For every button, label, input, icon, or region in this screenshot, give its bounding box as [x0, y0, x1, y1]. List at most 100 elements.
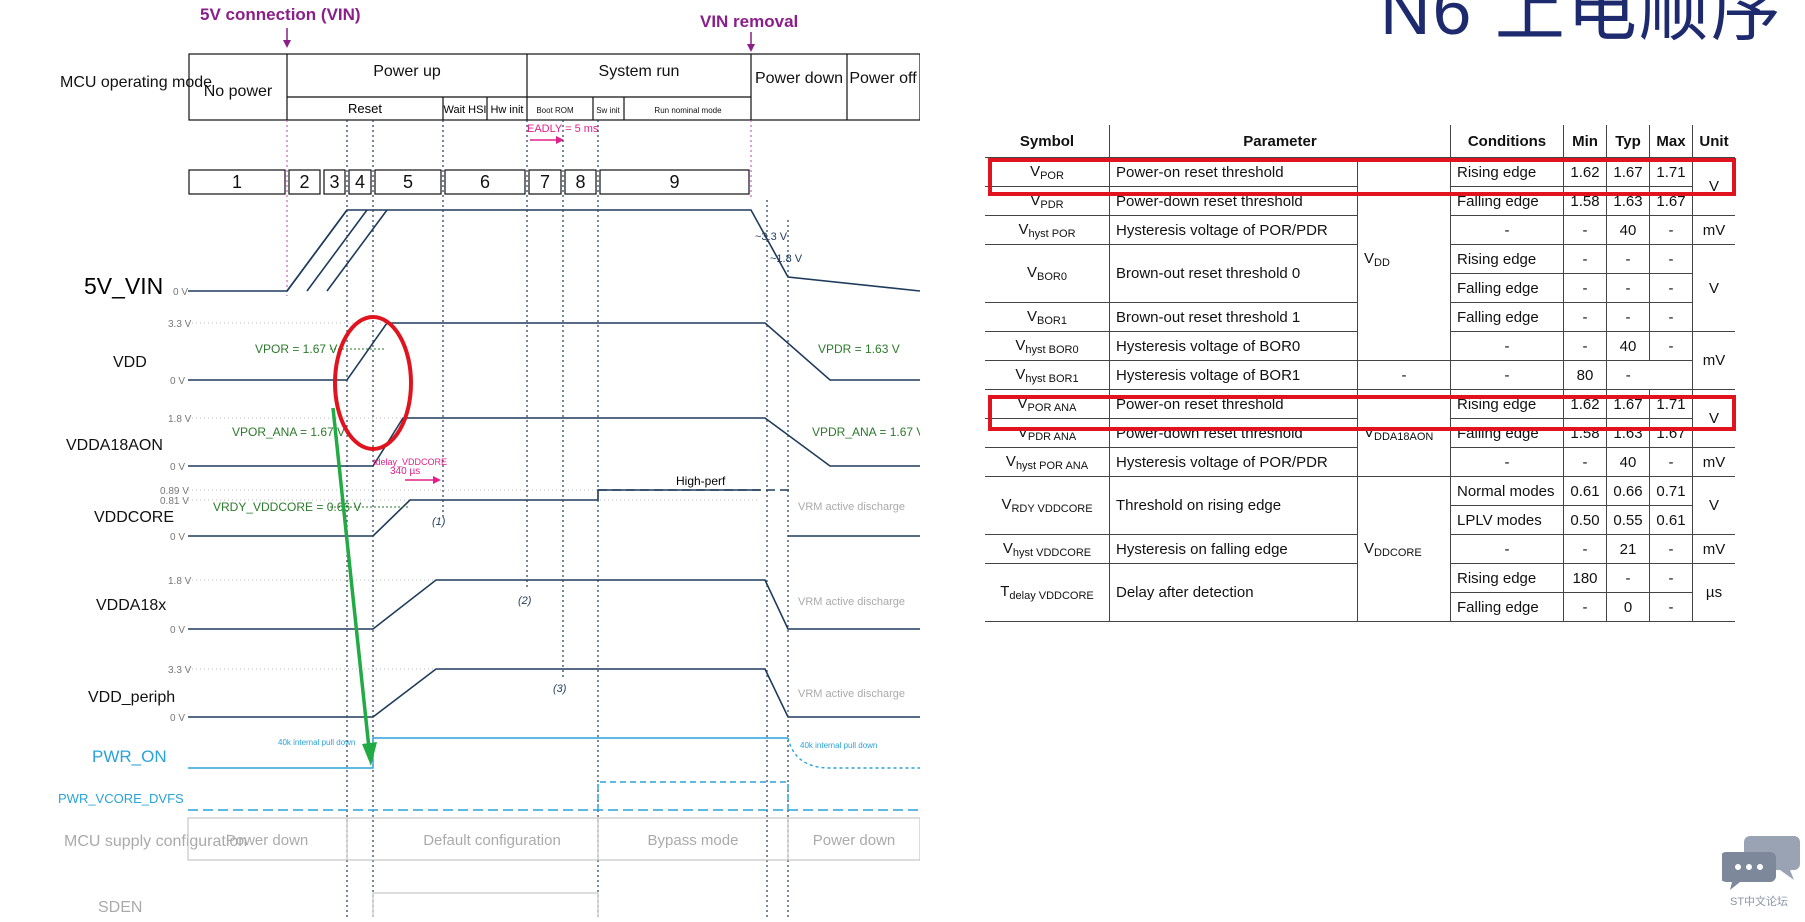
cell-symbol: VPOR ANA [985, 389, 1110, 419]
phase-box [599, 169, 750, 195]
symbol-sub: BOR0 [1037, 271, 1067, 283]
cell-typ: 1.67 [1606, 389, 1650, 419]
note-3: (3) [553, 683, 567, 695]
submode-sw-init: Sw init [596, 106, 620, 115]
col-unit: Unit [1692, 125, 1735, 158]
supply-config-0: Power down [226, 832, 309, 849]
cell-cond: LPLV modes [1450, 505, 1564, 535]
cell-cond: Rising edge [1450, 563, 1564, 593]
vddcore-089-level: 0.89 V [160, 486, 189, 497]
vddcore-zero-level: 0 V [170, 532, 185, 543]
vin-ramp-lines [286, 209, 388, 292]
pwr-on-pulldown [787, 737, 920, 769]
cell-unit: mV [1692, 534, 1735, 564]
table-row: Vhyst BOR0 Hysteresis voltage of BOR0 - … [985, 331, 1735, 390]
cell-max: - [1649, 273, 1693, 303]
cell-min: - [1450, 360, 1564, 390]
vdda18aon-zero-level: 0 V [170, 462, 185, 473]
threshold-spec-table: Symbol Parameter Conditions Min Typ Max … [985, 125, 1735, 622]
tdelay-value: 340 µs [390, 466, 420, 477]
cell-min: - [1563, 244, 1607, 274]
submode-run-nominal: Run nominal mode [654, 106, 722, 115]
supply-sub: DD [1374, 256, 1390, 269]
symbol-sub: PDR ANA [1027, 430, 1077, 443]
table-row: VBOR0 Brown-out reset threshold 0 Rising… [985, 244, 1735, 332]
cell-cond: - [1450, 534, 1564, 564]
cell-min: 0.50 [1563, 505, 1607, 535]
highlight-vpor-row [988, 158, 1736, 196]
cell-max: - [1649, 563, 1693, 593]
dot [1757, 864, 1763, 870]
signal-pwr-on: PWR_ON [92, 747, 167, 766]
dot [1746, 864, 1752, 870]
cell-param: Brown-out reset threshold 0 [1109, 244, 1358, 303]
supply-sub: DDCORE [1374, 546, 1422, 559]
cell-symbol: Vhyst VDDCORE [985, 534, 1110, 564]
symbol-main: V [1030, 191, 1041, 209]
cell-param: Brown-out reset threshold 1 [1109, 302, 1358, 332]
cell-param: Hysteresis on falling edge [1109, 534, 1358, 564]
mode-power-down: Power down [755, 70, 843, 87]
vin-removal-label: VIN removal [700, 12, 798, 31]
symbol-sub: hyst POR [1028, 227, 1076, 240]
phase-box [188, 169, 286, 195]
symbol-main: T [1000, 583, 1010, 600]
tdelay-arrowhead [433, 476, 441, 484]
cell-typ: 21 [1606, 534, 1650, 564]
table-header-row: Symbol Parameter Conditions Min Typ Max … [985, 125, 1735, 158]
cell-cond: Falling edge [1450, 273, 1564, 303]
cell-cond: - [1450, 447, 1564, 477]
supply-main: V [1364, 423, 1375, 441]
symbol-main: V [1017, 394, 1028, 412]
eadly-label: EADLY = 5 ms [527, 123, 599, 135]
table-row: VPDR Power-down reset threshold Falling … [985, 186, 1735, 216]
cell-typ: - [1606, 302, 1650, 332]
symbol-sub: POR [1040, 169, 1064, 182]
waveforms [188, 209, 921, 718]
cell-typ: 0.66 [1606, 476, 1650, 506]
cell-param: Power-down reset threshold [1109, 418, 1358, 448]
table-row: Tdelay VDDCORE Delay after detection Ris… [985, 563, 1735, 622]
symbol-sub: RDY VDDCORE [1011, 503, 1093, 515]
phase-label: 8 [575, 172, 585, 192]
tdelay-annotation: tdelay_VDDCORE [373, 457, 447, 467]
vdda18aon-waveform [188, 417, 920, 467]
supply-sub: DDA18AON [1374, 430, 1434, 443]
cell-unit: µs [1692, 563, 1735, 622]
cell-param: Threshold on rising edge [1109, 476, 1358, 535]
cell-unit: mV [1692, 331, 1735, 390]
table-row: Vhyst VDDCORE Hysteresis on falling edge… [985, 534, 1735, 564]
page-heading: N6 上电顺序 [1380, 0, 1783, 49]
cell-cond: Rising edge [1450, 244, 1564, 274]
approx-18-label: ~1.8 V [770, 253, 803, 265]
col-min: Min [1563, 125, 1607, 158]
cell-max: - [1649, 302, 1693, 332]
phase-box [348, 169, 372, 195]
cell-typ: - [1606, 244, 1650, 274]
sden-waveform [372, 892, 599, 917]
cell-typ: 80 [1563, 360, 1607, 390]
cell-param: Power-on reset threshold [1109, 389, 1358, 419]
chat-bubbles-icon [1720, 836, 1800, 890]
cell-max: - [1649, 534, 1693, 564]
vdda18x-waveform [188, 579, 920, 630]
vpdr-ana-annotation: VPDR_ANA = 1.67 V [812, 425, 920, 439]
mode-label: MCU operating mode [60, 74, 212, 91]
signal-vdda18aon: VDDA18AON [66, 437, 163, 454]
symbol-main: V [1005, 452, 1016, 470]
cell-symbol: Tdelay VDDCORE [985, 563, 1110, 622]
symbol-sub: hyst VDDCORE [1012, 546, 1092, 559]
mode-no-power: No power [204, 83, 273, 100]
col-typ: Typ [1606, 125, 1650, 158]
cell-symbol: VBOR1 [985, 302, 1110, 332]
cell-min: - [1563, 447, 1607, 477]
cell-min: - [1563, 592, 1607, 622]
vrdy-annotation: VRDY_VDDCORE = 0.66 V [213, 500, 361, 514]
cell-unit: mV [1692, 447, 1735, 477]
periph-33-level: 3.3 V [168, 665, 192, 676]
signal-vdda18x: VDDA18x [96, 597, 166, 614]
symbol-main: V [1030, 162, 1041, 180]
cell-param: Hysteresis voltage of POR/PDR [1109, 215, 1358, 245]
timing-diagram-svg: 5V connection (VIN) VIN removal MCU oper… [58, 5, 924, 917]
